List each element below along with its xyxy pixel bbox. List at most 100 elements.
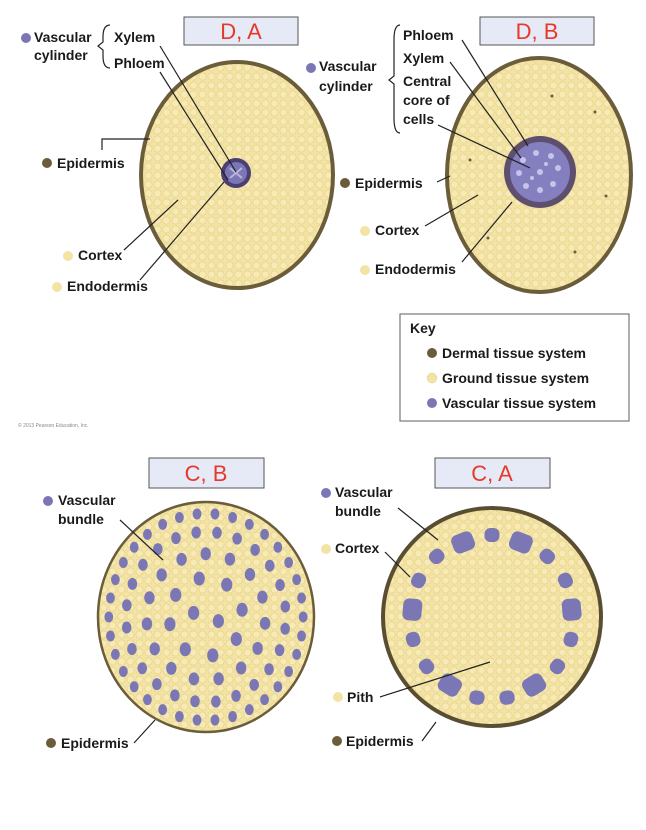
vascular-bundle [190, 695, 200, 708]
vascular-bundle [129, 541, 139, 553]
brace [97, 24, 111, 69]
panel-tag: D, A [220, 19, 262, 44]
vascular-dot [43, 496, 53, 506]
brace [388, 24, 401, 134]
vascular-bundle [210, 508, 220, 520]
vascular-bundle [221, 577, 233, 592]
vascular-bundle [166, 661, 177, 675]
vascular-swatch [427, 398, 437, 408]
epidermis-leader [133, 719, 156, 744]
ground-dot [360, 226, 370, 236]
monocot-stem-section [96, 500, 316, 734]
key-item-vascular: Vascular tissue system [442, 395, 596, 411]
vascular-bundle [499, 690, 515, 705]
legend-key: Key Dermal tissue system Ground tissue s… [399, 313, 630, 422]
ground-dot [360, 265, 370, 275]
vascular-bundle [280, 600, 291, 613]
vascular-bundle [164, 617, 176, 632]
vascular-bundle [522, 673, 547, 697]
vascular-bundle [411, 572, 427, 589]
epidermis-leader [421, 721, 437, 742]
central-core-label-2: core of [403, 92, 450, 108]
vascular-bundle [212, 614, 224, 629]
vascular-bundle [176, 552, 187, 566]
epidermis-leader [436, 175, 451, 183]
vascular-bundle [292, 648, 302, 660]
vascular-bundle [122, 599, 132, 612]
vascular-bundle [292, 574, 302, 586]
vascular-bundle [141, 617, 153, 631]
endodermis-label: Endodermis [67, 278, 148, 294]
vascular-bundle [110, 648, 120, 660]
vascular-bundle [260, 694, 269, 706]
xylem-leader [159, 45, 237, 173]
vascular-bundle [484, 528, 500, 542]
epidermis-label: Epidermis [57, 155, 125, 171]
xylem-mark [229, 167, 243, 179]
vascular-bundle [179, 642, 191, 657]
vascular-bundle [249, 678, 259, 691]
central-core-label-3: cells [403, 111, 434, 127]
vascular-bundle [138, 558, 148, 571]
pith-label: Pith [347, 689, 373, 705]
panel-top-right: D, B Phloem Xylem Central core of cells … [306, 16, 633, 294]
endodermis-leader [139, 181, 225, 281]
vascular-bundle [129, 681, 139, 693]
vascular-bundle [127, 642, 137, 655]
vascular-cylinder-label-2: cylinder [319, 78, 373, 94]
panel-top-left: D, A Vascular cylinder Xylem Phloem Epid… [21, 16, 335, 294]
vascular-bundle [192, 508, 202, 520]
bundle-leader [119, 519, 164, 561]
panel-tag: C, A [471, 461, 513, 486]
key-box [399, 313, 630, 422]
phloem-label: Phloem [403, 27, 454, 43]
vascular-bundle [231, 689, 241, 702]
epidermis-leader [101, 138, 150, 150]
vascular-bundle [236, 602, 248, 617]
dermal-dot [340, 178, 350, 188]
vascular-bundle [232, 532, 242, 545]
bundle-leader [397, 507, 439, 541]
dermal-swatch [427, 348, 437, 358]
cortex-label: Cortex [335, 540, 380, 556]
dermal-dot [332, 736, 342, 746]
xylem-leader [449, 61, 522, 159]
vascular-bundle [264, 663, 274, 676]
vascular-bundle-label-2: bundle [58, 511, 104, 527]
vascular-bundle [158, 518, 168, 530]
vascular-bundle [211, 695, 221, 708]
vascular-bundle [273, 541, 283, 553]
vascular-dot [321, 488, 331, 498]
vascular-bundle [144, 591, 155, 605]
vascular-bundle [191, 526, 201, 539]
panel-tag: C, B [185, 461, 228, 486]
vascular-bundle [118, 665, 128, 677]
vascular-bundle [451, 531, 476, 554]
phloem-xylem-cells [516, 150, 561, 193]
vascular-bundle [200, 547, 211, 561]
vascular-bundle [188, 672, 200, 686]
vascular-bundle [405, 631, 421, 648]
cortex-leader [384, 551, 411, 578]
vascular-bundle [212, 526, 222, 539]
vascular-bundle [235, 661, 247, 675]
vascular-bundle [260, 528, 269, 540]
vascular-bundle [156, 568, 167, 582]
cortex-label: Cortex [375, 222, 420, 238]
vascular-bundles [104, 508, 308, 726]
vascular-bundle [106, 630, 115, 642]
tag-box [148, 457, 265, 489]
vascular-bundle [170, 587, 182, 602]
vascular-bundle [230, 632, 242, 647]
epidermis-label: Epidermis [346, 733, 414, 749]
ground-swatch [426, 372, 438, 384]
vascular-bundle [469, 690, 485, 705]
vascular-cylinder-label-2: cylinder [34, 47, 88, 63]
vascular-bundle [275, 579, 285, 592]
endodermis-leader [461, 201, 513, 263]
vascular-bundle [250, 543, 260, 556]
vascular-bundle [284, 665, 294, 677]
dermal-dot [46, 738, 56, 748]
phloem-leader [159, 71, 229, 181]
